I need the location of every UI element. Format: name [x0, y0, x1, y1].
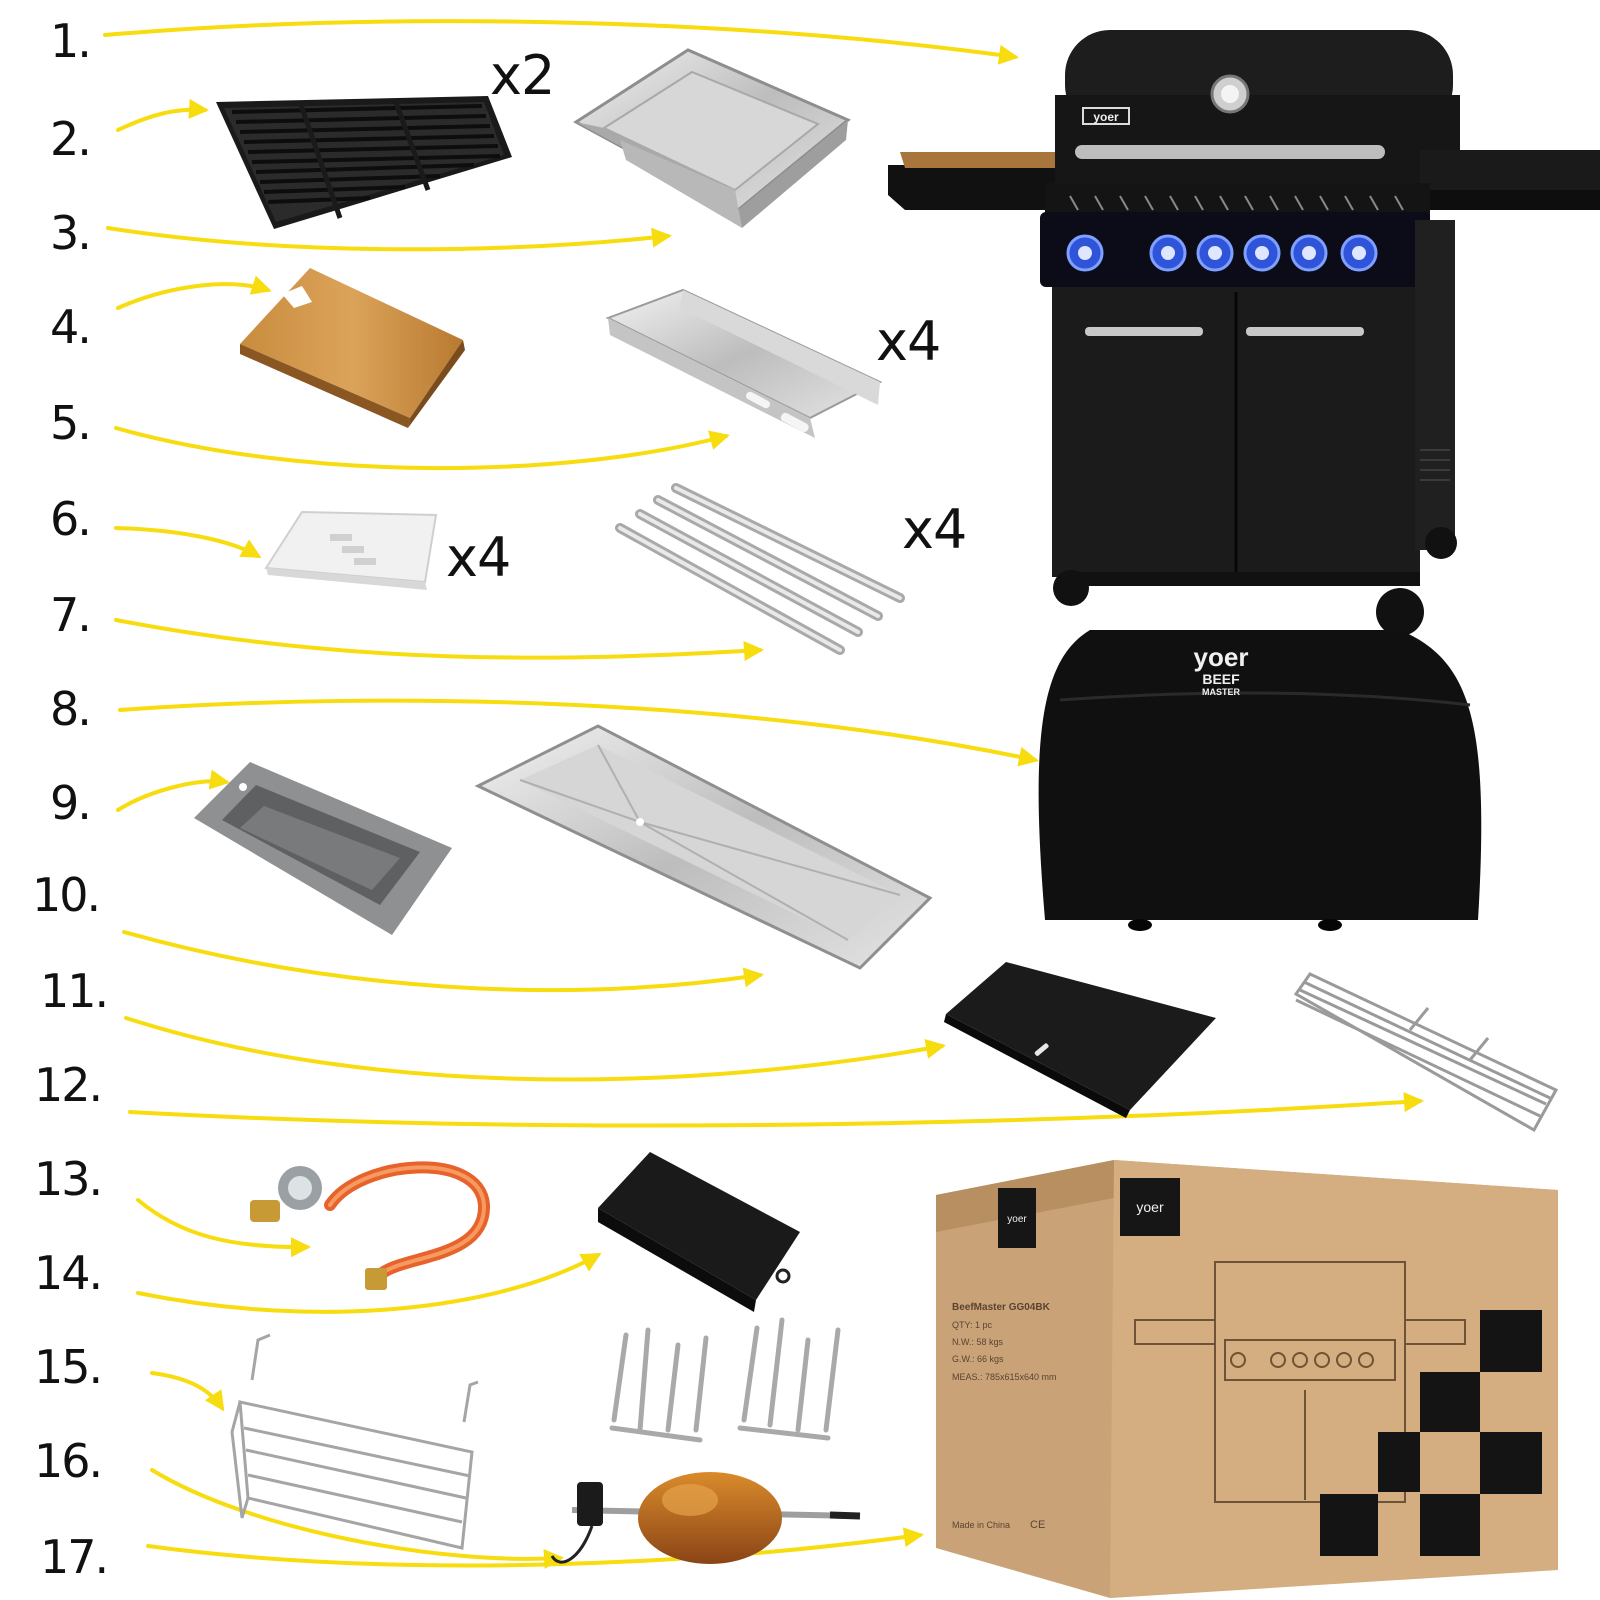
- box-marks: CE: [1030, 1519, 1045, 1531]
- heat-shield-quantity: x4: [446, 526, 511, 589]
- arrow-3: [106, 226, 672, 252]
- stainless-pan-image: [573, 48, 851, 228]
- grate-quantity: x2: [490, 44, 555, 107]
- rotisserie-motor-image: [598, 1152, 800, 1312]
- cutting-board-image: [240, 268, 465, 428]
- box-gw: G.W.: 66 kgs: [952, 1354, 1004, 1364]
- cooking-grate-image: [216, 96, 512, 229]
- grill-cover-image: yoer BEEF MASTER: [1038, 630, 1482, 931]
- arrow-11: [124, 1016, 946, 1082]
- shipping-box-image: yoer yoer BeefMaster GG04BK QTY: 1 pc N.…: [936, 1160, 1558, 1598]
- arrow-13: [136, 1198, 311, 1258]
- burner-tube-quantity: x4: [902, 498, 967, 561]
- rotisserie-chicken-image: [550, 1472, 861, 1564]
- item-number-1: 1.: [50, 14, 92, 68]
- flame-tamer-quantity: x4: [876, 310, 941, 373]
- item-number-9: 9.: [50, 776, 92, 830]
- grill-logo: yoer: [1093, 110, 1119, 124]
- item-number-17: 17.: [40, 1530, 109, 1584]
- drip-tray-image: [474, 724, 933, 970]
- arrow-2: [116, 98, 209, 132]
- arrow-12: [128, 1092, 1424, 1128]
- box-model: BeefMaster GG04BK: [952, 1302, 1051, 1313]
- box-qty: QTY: 1 pc: [952, 1320, 993, 1330]
- arrow-6: [114, 526, 262, 558]
- flame-tamer-image: [605, 288, 883, 438]
- item-number-11: 11.: [40, 964, 109, 1018]
- arrow-9: [116, 769, 230, 812]
- heat-shield-image: [264, 510, 438, 590]
- item-number-14: 14.: [34, 1246, 103, 1300]
- arrow-17: [146, 1527, 924, 1568]
- warming-rack-image: [1293, 972, 1559, 1133]
- griddle-plate-image: [944, 962, 1216, 1118]
- item-number-16: 16.: [34, 1434, 103, 1488]
- item-number-6: 6.: [50, 492, 92, 546]
- arrow-1: [103, 19, 1019, 65]
- arrow-8: [118, 698, 1039, 767]
- box-nw: N.W.: 58 kgs: [952, 1337, 1004, 1347]
- arrow-15: [150, 1371, 225, 1412]
- item-number-2: 2.: [50, 112, 92, 166]
- cover-line1: BEEF: [1202, 671, 1240, 687]
- box-origin: Made in China: [952, 1520, 1010, 1530]
- item-number-7: 7.: [50, 588, 92, 642]
- rotisserie-forks-image: [609, 1317, 841, 1443]
- item-number-12: 12.: [34, 1058, 103, 1112]
- arrow-4: [116, 275, 272, 310]
- arrow-14: [136, 1253, 602, 1314]
- grease-cup-image: [194, 762, 452, 935]
- item-number-3: 3.: [50, 206, 92, 260]
- item-number-15: 15.: [34, 1340, 103, 1394]
- item-number-10: 10.: [32, 868, 101, 922]
- item-number-5: 5.: [50, 396, 92, 450]
- wire-basket-image: [230, 1333, 479, 1550]
- item-number-8: 8.: [50, 682, 92, 736]
- box-side-logo: yoer: [1007, 1214, 1027, 1225]
- box-front-logo: yoer: [1136, 1199, 1164, 1215]
- gas-grill-image: yoer: [888, 30, 1600, 636]
- arrow-16: [150, 1468, 564, 1569]
- box-meas: MEAS.: 785x615x640 mm: [952, 1372, 1057, 1382]
- gas-regulator-hose-image: [250, 1161, 491, 1290]
- arrow-10: [122, 930, 764, 993]
- burner-tubes-image: [615, 483, 905, 655]
- item-number-13: 13.: [34, 1152, 103, 1206]
- cover-line2: MASTER: [1202, 687, 1241, 697]
- cover-logo: yoer: [1194, 642, 1249, 672]
- arrow-7: [114, 618, 764, 661]
- arrow-5: [114, 426, 730, 471]
- item-number-4: 4.: [50, 300, 92, 354]
